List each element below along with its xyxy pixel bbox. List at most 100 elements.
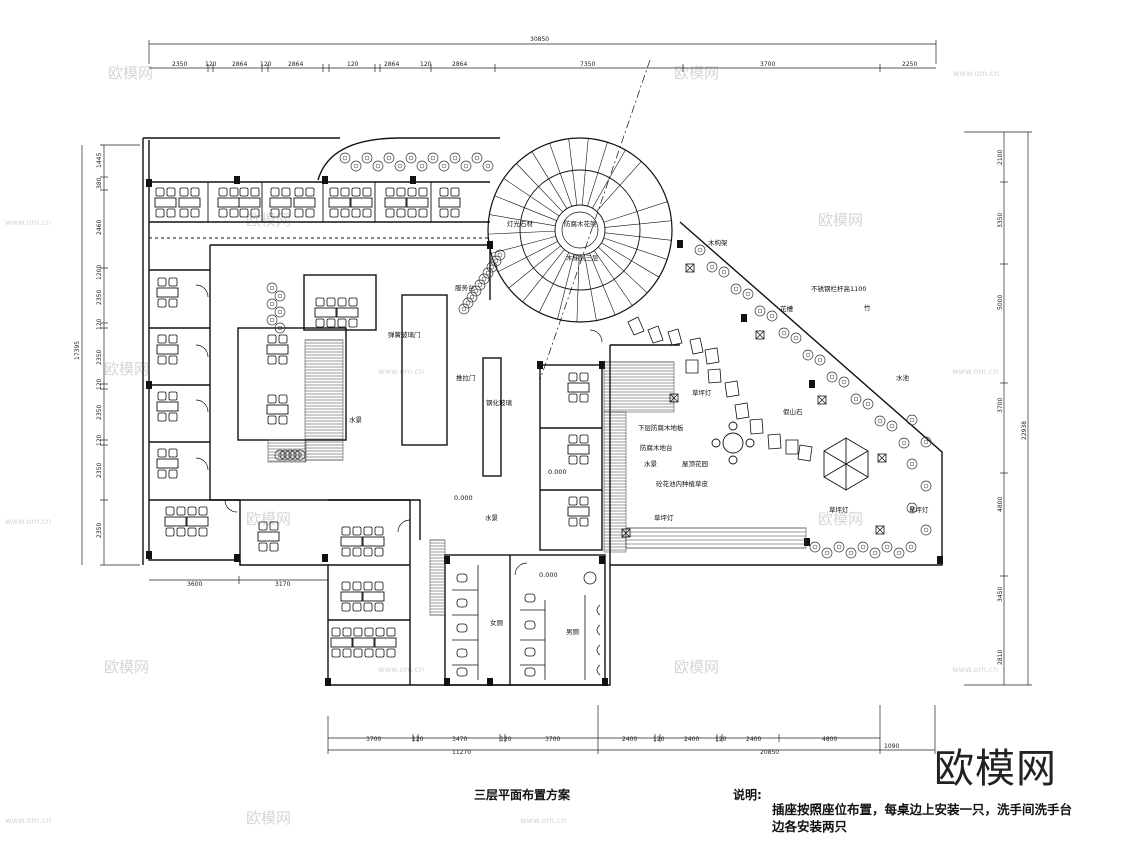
shrub bbox=[339, 152, 351, 164]
svg-text:120: 120 bbox=[205, 61, 217, 68]
label-flower: 花槽 bbox=[780, 304, 794, 313]
label-frame: 木构架 bbox=[708, 238, 728, 247]
shrub bbox=[893, 547, 905, 559]
stair-tread bbox=[587, 142, 608, 207]
svg-text:22938: 22938 bbox=[1021, 421, 1028, 440]
svg-text:2350: 2350 bbox=[172, 61, 187, 68]
label-bar: 服务台 bbox=[455, 283, 475, 292]
svg-text:5000: 5000 bbox=[997, 295, 1004, 310]
deck-outline bbox=[625, 527, 807, 549]
label-men: 男厕 bbox=[566, 628, 580, 636]
shrub bbox=[427, 152, 439, 164]
svg-text:17395: 17395 bbox=[74, 341, 81, 360]
stair-tread bbox=[503, 178, 560, 217]
label-rockery: 假山石 bbox=[783, 407, 803, 416]
dimension-left-labels: 17395 1445 380 2460 1200 2350 120 2350 1… bbox=[74, 153, 103, 538]
svg-text:2400: 2400 bbox=[684, 736, 699, 743]
shrub bbox=[790, 332, 802, 344]
svg-text:120: 120 bbox=[96, 434, 103, 446]
shrub bbox=[449, 152, 461, 164]
shrub bbox=[886, 420, 898, 432]
watermark-url: www.om.cn bbox=[378, 367, 424, 376]
svg-text:3350: 3350 bbox=[997, 213, 1004, 228]
watermark: 欧模网 bbox=[674, 64, 719, 82]
shrub bbox=[266, 314, 278, 326]
svg-text:3450: 3450 bbox=[997, 587, 1004, 602]
shrub bbox=[718, 266, 730, 278]
watermark-url: www.om.cn bbox=[5, 816, 51, 825]
shrub bbox=[838, 376, 850, 388]
shrub bbox=[438, 160, 450, 172]
watermark-url: www.om.cn bbox=[5, 218, 51, 227]
notes-body: 插座按照座位布置，每桌边上安装一只，洗手间洗手台边各安装两只 bbox=[772, 802, 1073, 834]
label-lamp: 灯光石材 bbox=[507, 219, 534, 228]
shrub bbox=[905, 541, 917, 553]
stair-tread bbox=[581, 138, 589, 206]
label-planter-note: 砼花池内种植草皮 bbox=[656, 479, 709, 488]
watermark: 欧模网 bbox=[104, 360, 149, 378]
label-lattice: 防腐木花架 bbox=[564, 219, 597, 228]
stair-tread bbox=[516, 163, 563, 213]
label-light: 草坪灯 bbox=[654, 513, 674, 522]
watermark-layer: 欧模网 欧模网 www.om.cn 欧模网 欧模网 www.om.cn 欧模网 … bbox=[5, 64, 999, 827]
label-pool: 水池 bbox=[896, 373, 910, 382]
svg-text:120: 120 bbox=[96, 378, 103, 390]
shrub bbox=[920, 524, 932, 536]
dimension-bottom-labels: 3700 120 3470 120 3700 11270 2400 120 24… bbox=[187, 581, 899, 756]
watermark: 欧模网 bbox=[246, 809, 291, 827]
dimension-top-labels: 30850 2350 120 2864 120 2864 120 2864 12… bbox=[172, 36, 917, 68]
deck-outline bbox=[304, 339, 344, 461]
watermark: 欧模网 bbox=[246, 510, 291, 528]
svg-text:120: 120 bbox=[715, 736, 727, 743]
svg-text:2460: 2460 bbox=[96, 220, 103, 235]
label-door: 推拉门 bbox=[456, 373, 476, 382]
svg-text:2864: 2864 bbox=[232, 61, 247, 68]
shrub bbox=[266, 298, 278, 310]
stair-tread bbox=[538, 252, 570, 313]
svg-text:1090: 1090 bbox=[884, 743, 899, 750]
svg-text:2100: 2100 bbox=[997, 150, 1004, 165]
shrub bbox=[802, 349, 814, 361]
stair-tread bbox=[557, 254, 575, 320]
shrub bbox=[862, 398, 874, 410]
svg-text:3700: 3700 bbox=[997, 398, 1004, 413]
deck-outline bbox=[603, 411, 627, 553]
shrub bbox=[778, 327, 790, 339]
svg-text:3700: 3700 bbox=[760, 61, 775, 68]
label-women: 女厕 bbox=[490, 618, 504, 627]
label-bamboo: 竹 bbox=[864, 303, 871, 312]
shrub bbox=[416, 160, 428, 172]
shrub bbox=[874, 415, 886, 427]
shrub bbox=[833, 541, 845, 553]
notes-heading: 说明: bbox=[733, 788, 762, 802]
svg-text:2350: 2350 bbox=[96, 350, 103, 365]
label-level: 0.000 bbox=[454, 494, 473, 502]
plan-labels: 服务台 弹簧玻璃门 水景 水景 水景 推拉门 灯光石材 竹 假山石 花槽 屋顶花… bbox=[349, 219, 929, 636]
stair-tread bbox=[576, 254, 580, 322]
svg-text:2864: 2864 bbox=[452, 61, 467, 68]
brand-logo: 欧模网 bbox=[934, 746, 1057, 792]
watermark: 欧模网 bbox=[818, 211, 863, 229]
watermark: 欧模网 bbox=[108, 64, 153, 82]
dimension-bottom bbox=[149, 576, 936, 754]
svg-text:3700: 3700 bbox=[366, 736, 381, 743]
building-walls bbox=[142, 137, 943, 686]
shrub bbox=[826, 371, 838, 383]
svg-text:4800: 4800 bbox=[997, 497, 1004, 512]
shrub bbox=[266, 282, 278, 294]
svg-text:1445: 1445 bbox=[96, 153, 103, 168]
svg-text:20850: 20850 bbox=[760, 749, 779, 756]
stair-tread bbox=[601, 242, 660, 278]
stair-tread bbox=[549, 143, 573, 207]
shrub bbox=[906, 414, 918, 426]
shrub bbox=[405, 152, 417, 164]
label-light: 草坪灯 bbox=[692, 388, 712, 397]
shrub bbox=[814, 354, 826, 366]
shrub bbox=[906, 458, 918, 470]
svg-text:2400: 2400 bbox=[746, 736, 761, 743]
shrub bbox=[850, 393, 862, 405]
svg-text:380: 380 bbox=[96, 177, 103, 189]
shrub bbox=[274, 290, 286, 302]
shrub bbox=[869, 547, 881, 559]
